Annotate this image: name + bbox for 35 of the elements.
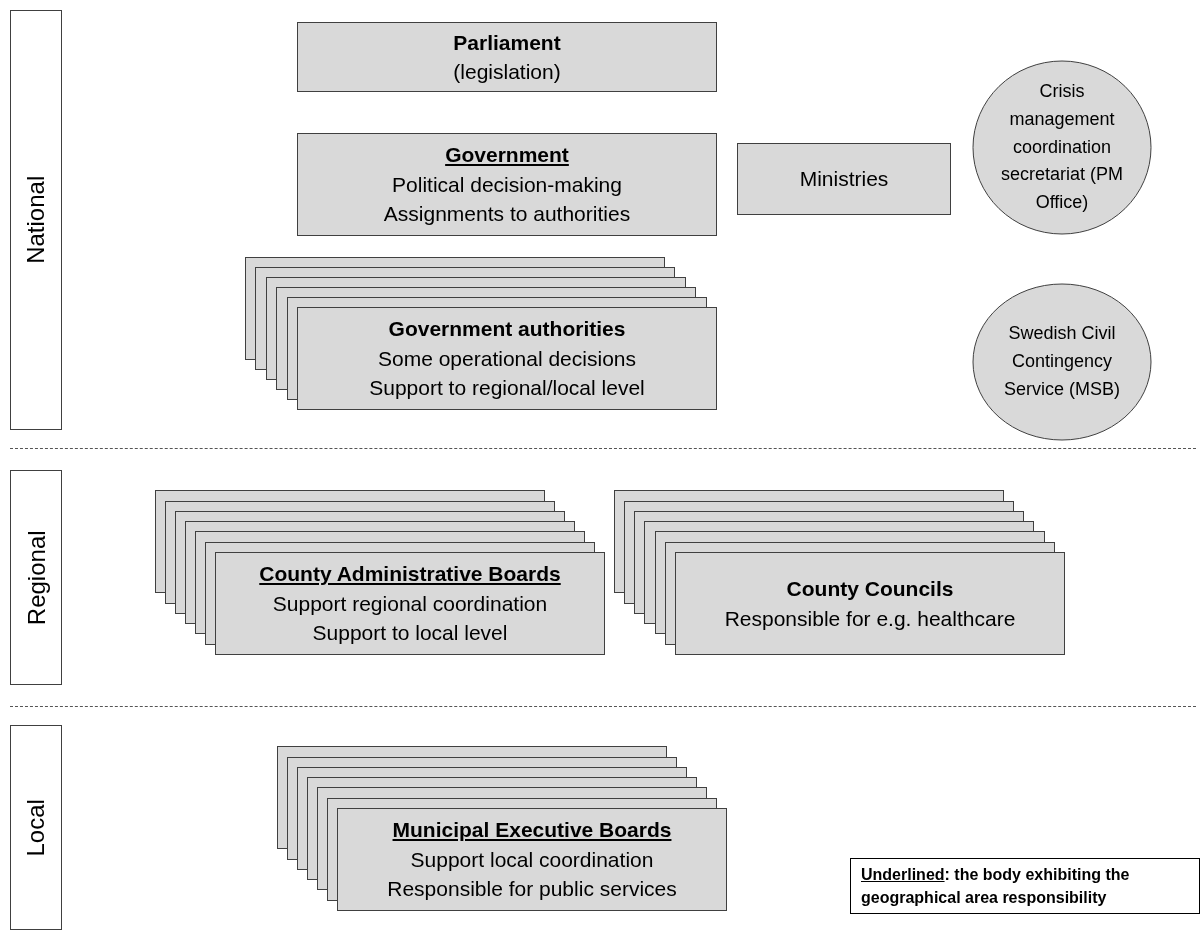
body-text: Responsible for e.g. healthcare <box>724 605 1016 632</box>
heading-text: Parliament <box>453 29 561 56</box>
body-text: Political decision-making <box>392 171 622 198</box>
body-text: (legislation) <box>453 59 561 85</box>
body-text: Support to local level <box>312 620 508 647</box>
organization-box <box>337 808 727 911</box>
organization-box <box>297 133 717 236</box>
body-text: Some operational decisions <box>378 345 636 372</box>
organization-ellipse <box>972 60 1152 235</box>
tier-label-box <box>10 10 62 430</box>
heading-text: Government authorities <box>388 316 626 343</box>
organization-box <box>297 307 717 410</box>
organization-ellipse <box>972 283 1152 441</box>
tier-label-box <box>10 725 62 930</box>
organization-box <box>215 552 605 655</box>
body-text: Swedish Civil Contingency Service (MSB) <box>1003 322 1121 401</box>
heading-text: County Administrative Boards <box>259 561 561 588</box>
note-text: Underlined: the body exhibiting the geographical area responsibility <box>850 858 1200 915</box>
body-text: Responsible for public services <box>387 876 677 903</box>
body-text: Assignments to authorities <box>383 201 631 228</box>
body-text: Support local coordination <box>410 846 654 873</box>
tier-label-box <box>10 470 62 685</box>
heading-text: Municipal Executive Boards <box>392 817 672 844</box>
tier-label: National <box>21 175 51 265</box>
organization-box <box>675 552 1065 655</box>
heading-text: Government <box>445 142 569 169</box>
organization-box <box>737 143 951 215</box>
organization-box <box>297 22 717 92</box>
tier-label: Regional <box>21 530 51 625</box>
heading-text: County Councils <box>786 576 954 603</box>
body-text: Ministries <box>799 166 889 193</box>
tier-label: Local <box>21 798 51 857</box>
body-text: Support regional coordination <box>272 590 548 617</box>
body-text: Crisis management coordination secretariat (PM Office) <box>1000 79 1124 215</box>
body-text: Support to regional/local level <box>369 375 645 402</box>
